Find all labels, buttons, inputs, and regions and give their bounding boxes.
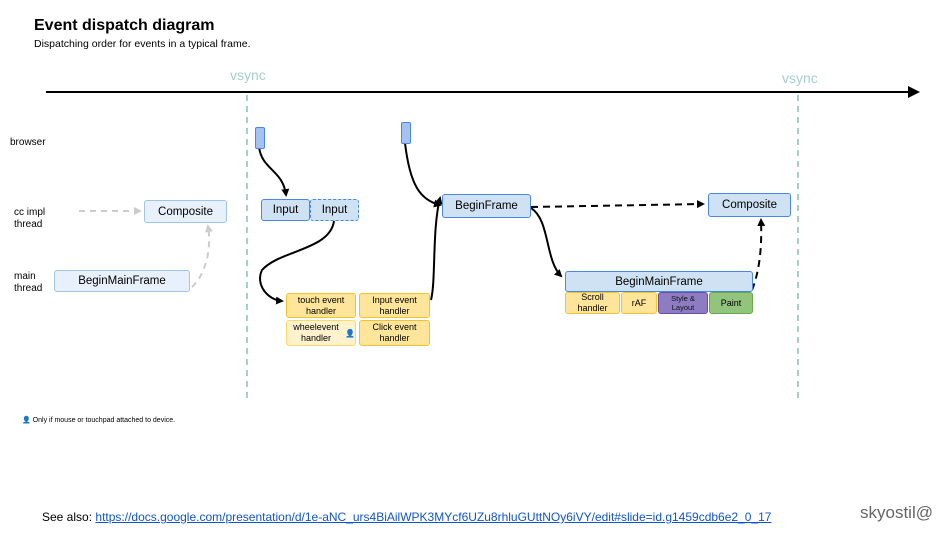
author-signature: skyostil@ xyxy=(860,503,933,522)
lane-label-main: main thread xyxy=(14,271,42,295)
lane-label-main-line2: thread xyxy=(14,283,43,294)
vsync-label-right: vsync xyxy=(782,70,818,86)
style-layout-box: Style & Layout xyxy=(658,292,708,314)
lane-label-cc-impl-line1: cc impl xyxy=(14,207,46,218)
lane-label-main-line1: main xyxy=(14,271,36,282)
footnote: 👤 Only if mouse or touchpad attached to … xyxy=(22,416,175,424)
arrow-browser-to-input xyxy=(258,146,290,197)
browser-tick-vsync xyxy=(401,122,411,144)
arrow-browser-to-beginframe xyxy=(404,142,442,208)
see-also-link[interactable]: https://docs.google.com/presentation/d/1… xyxy=(95,510,772,524)
person-icon: 👤 xyxy=(345,328,355,338)
paint-box: Paint xyxy=(709,292,753,314)
begin-main-frame-box: BeginMainFrame xyxy=(565,271,753,292)
input-coalesced-box: Input xyxy=(310,199,359,221)
composite-next-box: Composite xyxy=(708,193,791,217)
arrow-handler-to-beginframe xyxy=(430,196,443,301)
wheel-event-handler-box: wheelevent handler 👤 xyxy=(286,320,356,346)
lane-label-browser: browser xyxy=(10,137,46,148)
scroll-handler-box: Scroll handler xyxy=(565,292,620,314)
click-event-handler-box: Click event handler xyxy=(359,320,430,346)
begin-frame-box: BeginFrame xyxy=(442,194,531,218)
diagram-subtitle: Dispatching order for events in a typica… xyxy=(34,38,251,50)
raf-box: rAF xyxy=(621,292,657,314)
footnote-person-icon: 👤 xyxy=(22,417,31,424)
lane-label-cc-impl-line2: thread xyxy=(14,219,43,230)
touch-event-handler-box: touch event handler xyxy=(286,293,356,318)
arrow-beginframe-to-bmf xyxy=(530,207,563,278)
input-event-handler-box: Input event handler xyxy=(359,293,430,318)
vsync-label-left: vsync xyxy=(230,67,266,83)
input-box: Input xyxy=(261,199,310,221)
see-also-label: See also: xyxy=(42,510,93,524)
see-also: See also: https://docs.google.com/presen… xyxy=(42,510,771,524)
footnote-text: Only if mouse or touchpad attached to de… xyxy=(32,417,176,424)
browser-tick-input xyxy=(255,127,265,149)
arrow-bmf-to-composite xyxy=(751,218,766,291)
begin-main-frame-prev-box: BeginMainFrame xyxy=(54,270,190,292)
lane-label-cc-impl: cc impl thread xyxy=(14,207,45,231)
composite-prev-box: Composite xyxy=(144,200,227,223)
arrow-input-to-handlers xyxy=(259,220,335,305)
diagram-title: Event dispatch diagram xyxy=(34,17,215,34)
arrow-bmf-prev-to-composite xyxy=(191,224,213,288)
wheel-event-handler-label: wheelevent handler xyxy=(293,322,339,343)
arrow-beginframe-to-composite xyxy=(530,200,705,209)
